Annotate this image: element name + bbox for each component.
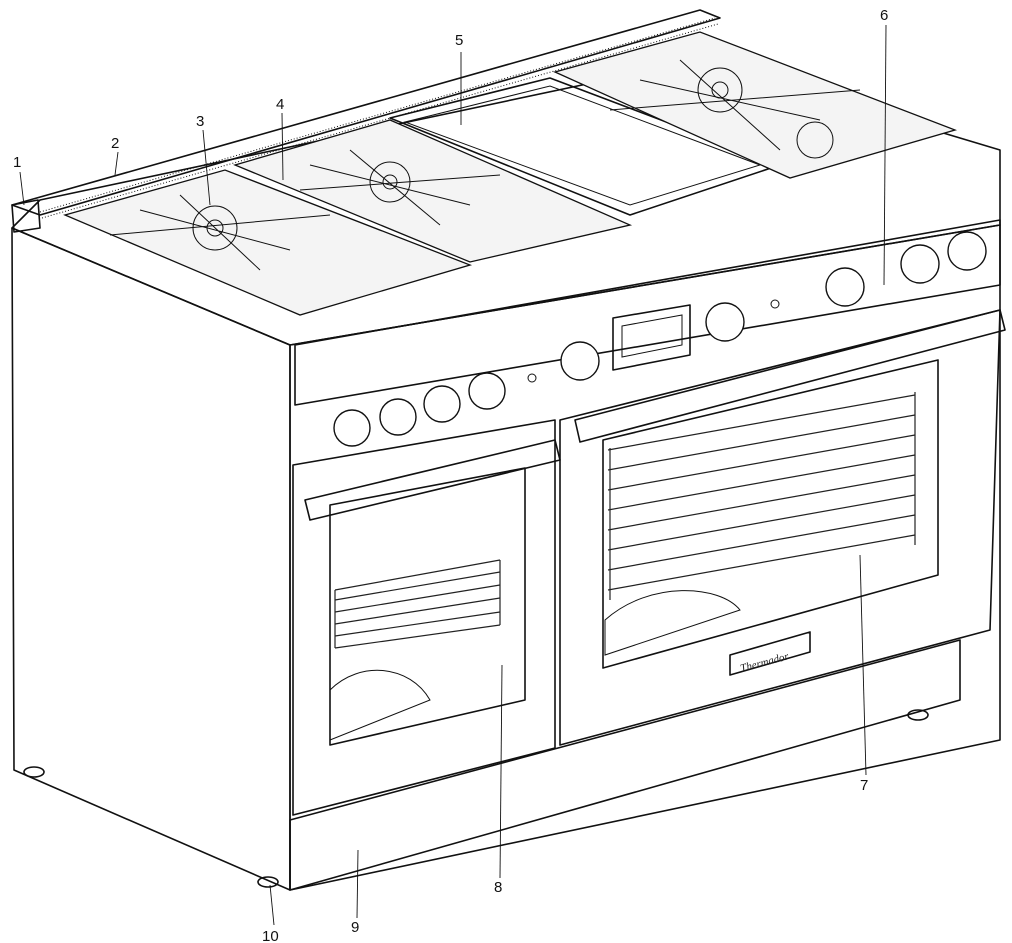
right-burner-grates [553, 31, 958, 179]
knob-icon [468, 372, 506, 410]
callout-2: 2 [111, 135, 119, 152]
knob-icon [333, 409, 371, 447]
callout-8: 8 [494, 879, 502, 896]
callout-leaders [19, 24, 887, 926]
knob-icon [379, 398, 417, 436]
knob-icon [900, 244, 940, 284]
callout-labels: 1 2 3 4 5 6 7 8 9 10 [13, 7, 888, 943]
knob-icon [825, 267, 865, 307]
callout-7: 7 [860, 777, 868, 794]
knob-icon [947, 231, 987, 271]
knob-icon [705, 302, 745, 342]
knob-icon [423, 385, 461, 423]
callout-5: 5 [455, 32, 463, 49]
callout-3: 3 [196, 113, 204, 130]
right-oven-door: Thermador [559, 309, 1006, 746]
control-knobs [333, 231, 987, 447]
callout-9: 9 [351, 919, 359, 936]
callout-1: 1 [13, 154, 21, 171]
knob-icon [560, 341, 600, 381]
callout-4: 4 [276, 96, 284, 113]
left-burner-grates [63, 119, 633, 316]
leveling-feet [23, 709, 929, 888]
control-panel [294, 219, 1001, 406]
left-oven-door [292, 419, 561, 816]
brand-logo-text: Thermador [739, 650, 791, 675]
backguard [11, 9, 721, 233]
callout-10: 10 [262, 928, 279, 943]
kick-panel [289, 639, 961, 891]
callout-6: 6 [880, 7, 888, 24]
